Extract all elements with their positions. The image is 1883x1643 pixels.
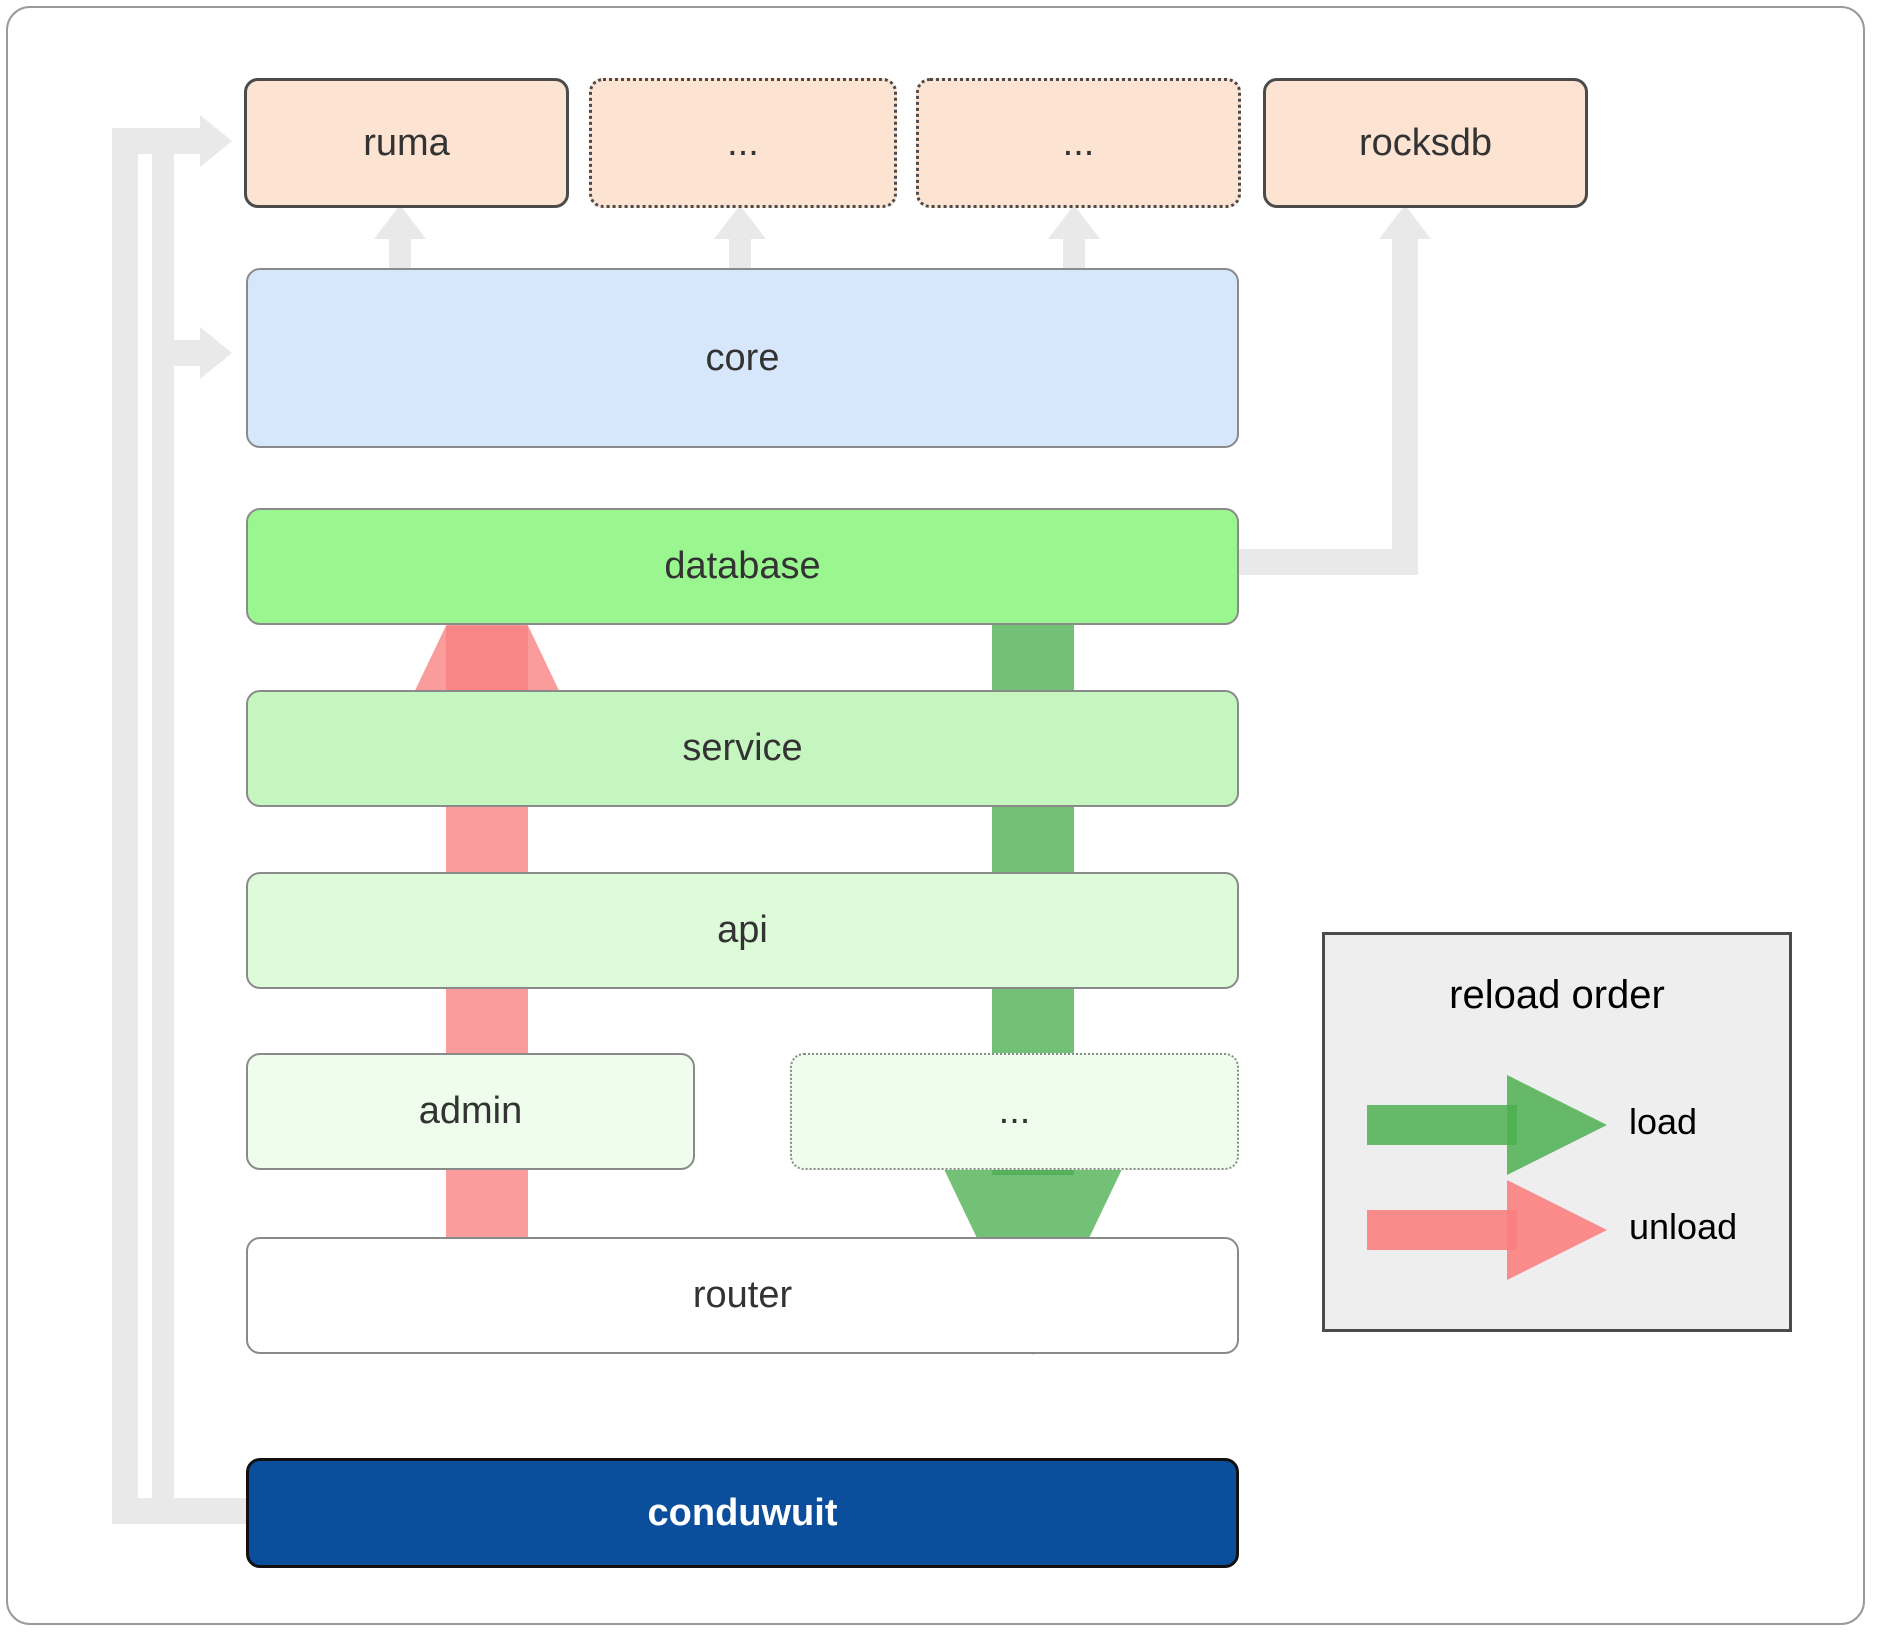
layer-node-admin[interactable]: admin bbox=[246, 1053, 695, 1170]
layer-node-database[interactable]: database bbox=[246, 508, 1239, 625]
dependency-node-rocksdb[interactable]: rocksdb bbox=[1263, 78, 1588, 208]
dependency-label-ruma: ruma bbox=[363, 121, 450, 164]
connector-core-to-dep1-stem bbox=[729, 236, 751, 272]
connector-branch-to-ruma bbox=[112, 128, 210, 154]
layer-label-api: api bbox=[717, 909, 768, 951]
connector-trunk-outer bbox=[112, 128, 138, 1524]
layer-node-router[interactable]: router bbox=[246, 1237, 1239, 1354]
layer-label-router: router bbox=[692, 1274, 793, 1316]
dependency-node-ellipsis-2[interactable]: ... bbox=[916, 78, 1241, 208]
connector-core-to-dep2-arrow bbox=[1048, 205, 1100, 239]
legend-load-arrow-icon bbox=[1367, 1075, 1607, 1175]
layer-node-api[interactable]: api bbox=[246, 872, 1239, 989]
root-label-conduwuit: conduwuit bbox=[647, 1491, 838, 1534]
layer-label-core: core bbox=[705, 336, 780, 379]
dependency-node-ruma[interactable]: ruma bbox=[244, 78, 569, 208]
connector-database-to-rocksdb-vertical bbox=[1392, 238, 1418, 568]
legend-unload-arrow-icon bbox=[1367, 1180, 1607, 1280]
diagram-outer-frame bbox=[6, 6, 1865, 1625]
connector-arrow-to-ruma bbox=[200, 115, 232, 167]
layer-label-database: database bbox=[664, 545, 821, 587]
connector-trunk-inner bbox=[152, 152, 174, 1524]
dependency-label-rocksdb: rocksdb bbox=[1358, 121, 1493, 164]
dependency-node-ellipsis-1[interactable]: ... bbox=[589, 78, 897, 208]
layer-label-service: service bbox=[682, 727, 803, 769]
connector-core-to-ruma-stem bbox=[389, 236, 411, 272]
legend-title: reload order bbox=[1449, 973, 1665, 1017]
layer-label-admin: admin bbox=[418, 1090, 523, 1132]
connector-arrow-to-core bbox=[200, 327, 232, 379]
connector-database-to-rocksdb-arrow bbox=[1379, 205, 1431, 239]
layer-label-ellipsis: ... bbox=[998, 1090, 1031, 1132]
connector-core-to-dep1-arrow bbox=[714, 205, 766, 239]
legend-label-unload: unload bbox=[1629, 1206, 1738, 1247]
layer-node-service[interactable]: service bbox=[246, 690, 1239, 807]
connector-core-to-ruma-arrow bbox=[374, 205, 426, 239]
legend-panel: reload order load unload bbox=[1322, 932, 1792, 1332]
layer-node-core[interactable]: core bbox=[246, 268, 1239, 448]
layer-node-ellipsis[interactable]: ... bbox=[790, 1053, 1239, 1170]
dependency-label-ellipsis-1: ... bbox=[727, 121, 759, 164]
connector-database-to-rocksdb-horizontal bbox=[1222, 549, 1418, 575]
connector-trunk-to-conduwuit bbox=[112, 1498, 252, 1524]
legend-label-load: load bbox=[1629, 1101, 1698, 1142]
connector-core-to-dep2-stem bbox=[1063, 236, 1085, 272]
dependency-label-ellipsis-2: ... bbox=[1062, 121, 1095, 164]
root-node-conduwuit[interactable]: conduwuit bbox=[246, 1458, 1239, 1568]
